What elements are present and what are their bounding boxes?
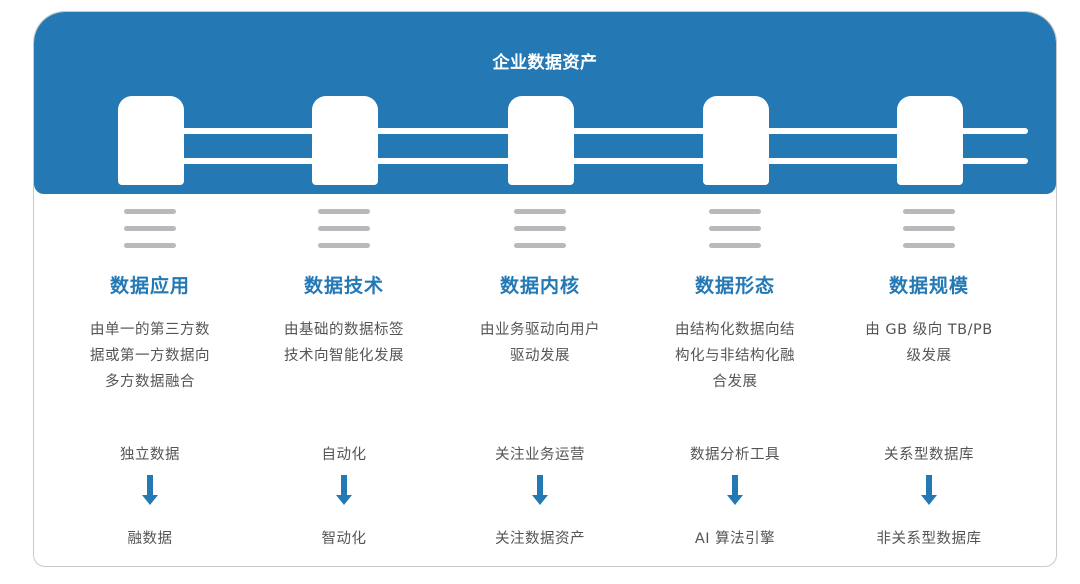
to-label: 融数据 xyxy=(127,531,173,547)
column-data-scale: 数据规模 由 GB 级向 TB/PB 级发展 关系型数据库 非关系型数据库 xyxy=(834,193,1024,563)
arrow-down-icon xyxy=(142,475,158,507)
column-data-form: 数据形态 由结构化数据向结 构化与非结构化融 合发展 数据分析工具 AI 算法引… xyxy=(640,193,830,563)
column-heading: 数据应用 xyxy=(109,275,190,297)
from-label: 数据分析工具 xyxy=(690,447,780,463)
pillar-node-4 xyxy=(703,96,769,185)
pillar-node-5 xyxy=(897,96,963,185)
diagram-title: 企业数据资产 xyxy=(492,53,598,73)
menu-lines-icon xyxy=(124,205,176,248)
column-heading: 数据规模 xyxy=(888,275,969,297)
to-label: 关注数据资产 xyxy=(495,531,585,547)
from-label: 自动化 xyxy=(321,447,367,463)
column-heading: 数据形态 xyxy=(694,275,775,297)
column-data-technology: 数据技术 由基础的数据标签 技术向智能化发展 自动化 智动化 xyxy=(249,193,439,563)
menu-lines-icon xyxy=(709,205,761,248)
header-banner: 企业数据资产 xyxy=(34,12,1056,194)
from-label: 关系型数据库 xyxy=(884,447,974,463)
arrow-down-icon xyxy=(727,475,743,507)
column-data-application: 数据应用 由单一的第三方数 据或第一方数据向 多方数据融合 独立数据 融数据 xyxy=(55,193,245,563)
enterprise-data-asset-card: 企业数据资产 xyxy=(33,11,1057,567)
connector-rail-bottom xyxy=(182,158,1028,164)
column-description: 由 GB 级向 TB/PB 级发展 xyxy=(865,322,993,364)
menu-lines-icon xyxy=(514,205,566,248)
menu-lines-icon xyxy=(318,205,370,248)
column-data-core: 数据内核 由业务驱动向用户 驱动发展 关注业务运营 关注数据资产 xyxy=(445,193,635,563)
column-description: 由单一的第三方数 据或第一方数据向 多方数据融合 xyxy=(90,322,210,390)
from-label: 关注业务运营 xyxy=(495,447,585,463)
connector-rail-top xyxy=(182,128,1028,134)
arrow-down-icon xyxy=(336,475,352,507)
column-description: 由基础的数据标签 技术向智能化发展 xyxy=(284,322,404,364)
column-description: 由结构化数据向结 构化与非结构化融 合发展 xyxy=(675,322,795,390)
arrow-down-icon xyxy=(921,475,937,507)
to-label: 非关系型数据库 xyxy=(876,531,982,547)
menu-lines-icon xyxy=(903,205,955,248)
to-label: 智动化 xyxy=(321,531,367,547)
pillar-node-3 xyxy=(508,96,574,185)
arrow-down-icon xyxy=(532,475,548,507)
column-heading: 数据技术 xyxy=(303,275,384,297)
column-description: 由业务驱动向用户 驱动发展 xyxy=(480,322,600,364)
pillar-node-2 xyxy=(312,96,378,185)
column-heading: 数据内核 xyxy=(499,275,580,297)
pillar-node-1 xyxy=(118,96,184,185)
from-label: 独立数据 xyxy=(120,447,180,463)
to-label: AI 算法引擎 xyxy=(694,531,776,547)
